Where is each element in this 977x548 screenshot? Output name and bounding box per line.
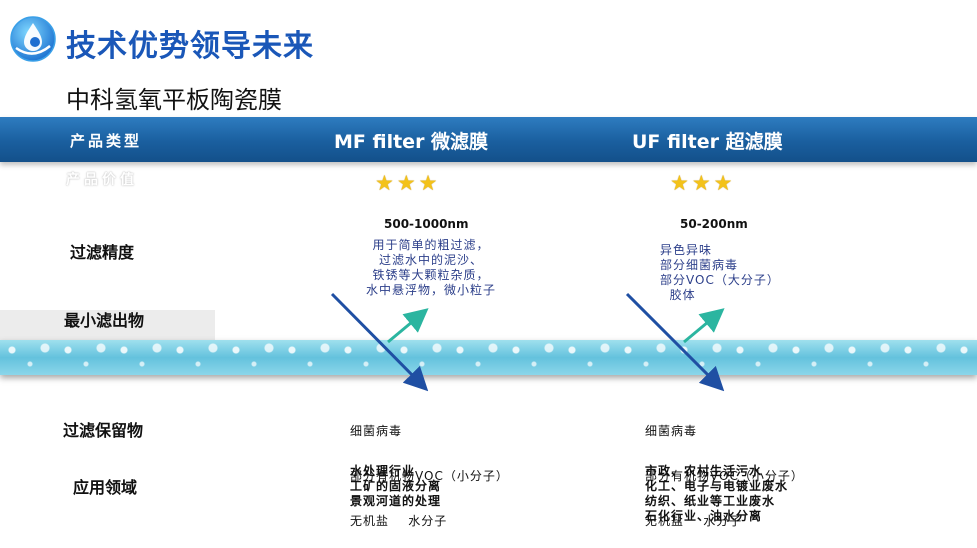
table-header-band: [0, 117, 977, 162]
uf-application-item: 市政、农村生活污水: [645, 464, 763, 478]
uf-precision-range: 50-200nm: [680, 217, 748, 231]
uf-application-item: 化工、电子与电镀业废水: [645, 479, 789, 493]
uf-retained-item: 无机盐 水分子: [645, 514, 743, 528]
uf-retained-item: 部分有机物VOC（小分子）: [645, 469, 804, 483]
mf-application-item: 工矿的固液分离: [350, 479, 442, 493]
uf-rating-stars-icon: ★★★: [670, 171, 736, 195]
mf-retained-item: 细菌病毒: [350, 424, 403, 438]
uf-application-list: 市政、农村生活污水 化工、电子与电镀业废水 纺织、纸业等工业废水 石化行业、油水…: [645, 464, 788, 524]
mf-description-line: 过滤水中的泥沙、: [379, 253, 484, 267]
mf-retained-item: 无机盐 水分子: [350, 514, 448, 528]
mf-precision-range: 500-1000nm: [384, 217, 469, 231]
uf-filter-header: UF filter 超滤膜: [632, 131, 783, 153]
uf-description: 异色异味 部分细菌病毒 部分VOC（大分子） 胶体: [660, 243, 780, 303]
mf-filter-header: MF filter 微滤膜: [334, 131, 489, 153]
mf-description-line: 用于简单的粗过滤，: [372, 238, 490, 252]
product-type-label: 产品类型: [70, 132, 143, 150]
uf-application-item: 纺织、纸业等工业废水: [645, 494, 776, 508]
uf-description-line: 部分细菌病毒: [660, 258, 739, 272]
uf-description-line: 部分VOC（大分子）: [660, 273, 780, 287]
uf-application-item: 石化行业、油水分离: [645, 509, 763, 523]
mf-description-line: 水中悬浮物，微小粒子: [366, 283, 497, 297]
water-drop-logo-icon: [10, 16, 56, 62]
filter-retained-label: 过滤保留物: [63, 421, 144, 440]
mf-application-item: 水处理行业: [350, 464, 416, 478]
mf-rating-stars-icon: ★★★: [375, 171, 441, 195]
application-field-label: 应用领域: [73, 478, 138, 497]
page-subtitle: 中科氢氧平板陶瓷膜: [66, 86, 282, 114]
mf-application-item: 景观河道的处理: [350, 494, 442, 508]
mf-description-line: 铁锈等大颗粒杂质，: [372, 268, 490, 282]
uf-description-line: 异色异味: [660, 243, 713, 257]
product-value-label: 产品价值: [66, 172, 138, 188]
mf-teal-up-arrow-icon: [387, 308, 429, 344]
min-filter-label-background: [0, 310, 215, 343]
mf-retained-item: 部分有机物VOC（小分子）: [350, 469, 509, 483]
min-filter-label: 最小滤出物: [64, 311, 145, 330]
ceramic-membrane-band: [0, 340, 977, 375]
mf-retained-list: 细菌病毒 部分有机物VOC（小分子） 无机盐 水分子: [350, 394, 509, 544]
uf-teal-up-arrow-icon: [683, 308, 725, 344]
uf-description-line: 胶体: [660, 288, 696, 302]
mf-application-list: 水处理行业 工矿的固液分离 景观河道的处理: [350, 464, 441, 509]
mf-description: 用于简单的粗过滤， 过滤水中的泥沙、 铁锈等大颗粒杂质， 水中悬浮物，微小粒子: [366, 238, 496, 298]
filter-precision-label: 过滤精度: [70, 243, 135, 262]
uf-retained-list: 细菌病毒 部分有机物VOC（小分子） 无机盐 水分子: [645, 394, 804, 544]
page-title: 技术优势领导未来: [66, 29, 314, 64]
uf-retained-item: 细菌病毒: [645, 424, 698, 438]
